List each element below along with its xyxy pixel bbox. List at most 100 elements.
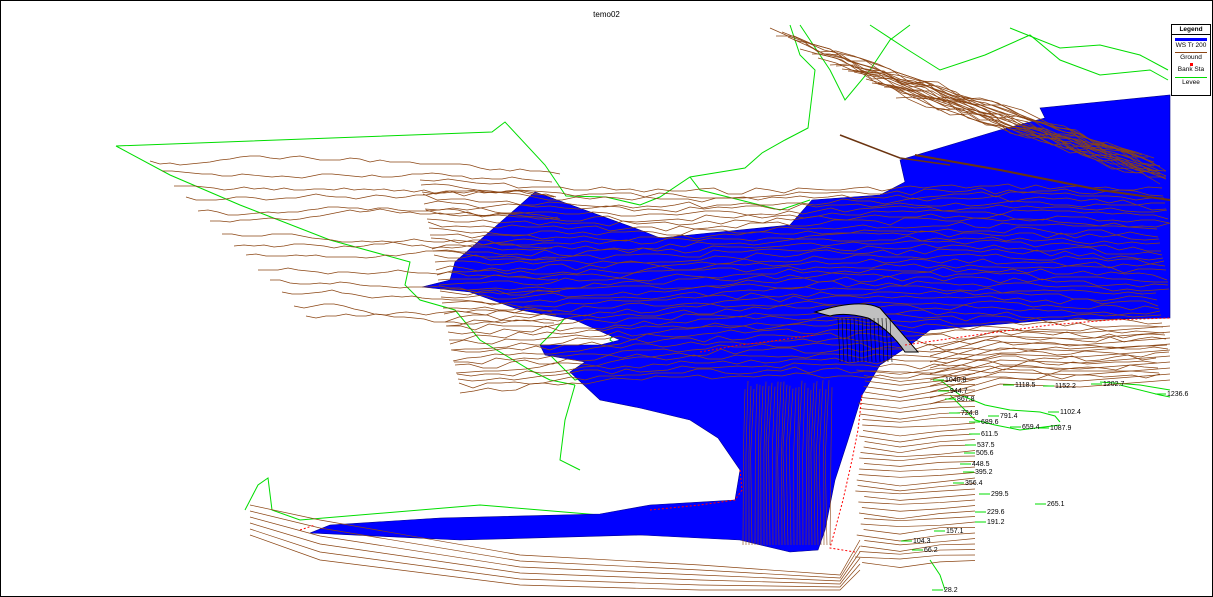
ground-section: [929, 379, 1171, 405]
ground-section: [856, 477, 976, 487]
ground-section: [859, 549, 976, 555]
ground-section: [782, 384, 788, 546]
river-station-label: 1202.7: [1103, 381, 1125, 388]
river-station-labels: 1236.61202.71152.21118.51102.41087.91040…: [901, 377, 1189, 594]
ground-section: [428, 221, 1158, 236]
river-station-label: 299.5: [991, 491, 1009, 498]
river-station-label: 611.5: [981, 431, 998, 438]
bank-station-line: [829, 394, 863, 553]
ground-section: [863, 373, 976, 382]
ground-section: [883, 86, 1155, 174]
ground-section: [796, 386, 800, 546]
legend-label: Bank Sta: [1177, 66, 1205, 73]
ground-section: [439, 275, 1169, 296]
levee-line: [689, 176, 811, 211]
legend-label: Levee: [1182, 79, 1200, 86]
bridge-pier: [865, 317, 869, 363]
bridge-pier: [857, 317, 861, 363]
bank-swatch: [1189, 63, 1193, 66]
ground-section: [781, 31, 1143, 156]
bridge-pier: [877, 317, 881, 363]
bridge-pier: [841, 317, 845, 363]
river-station-label: 537.5: [977, 442, 995, 449]
ground-section: [861, 505, 976, 512]
ground-section: [860, 521, 976, 527]
ground-section: [449, 322, 1165, 345]
ground-section: [444, 300, 1160, 323]
ground-section: [443, 295, 1159, 316]
ground-section: [754, 383, 758, 546]
ground-section: [436, 258, 1166, 276]
ground-section: [859, 455, 976, 462]
ground-section: [862, 560, 976, 568]
ground-swatch: [1175, 52, 1207, 53]
ground-section: [763, 381, 767, 546]
ground-section: [863, 444, 976, 454]
ground-section: [434, 248, 1164, 266]
ground-section: [805, 43, 1167, 172]
river-station-label: 791.4: [1000, 413, 1018, 420]
bank-station-line: [299, 524, 316, 531]
ground-section: [149, 155, 561, 175]
bridge-pier: [845, 317, 849, 363]
river-station-label: 229.6: [987, 509, 1005, 516]
levee-line: [559, 384, 581, 471]
ground-section: [456, 357, 1158, 377]
ground-section: [775, 381, 779, 546]
bridge-pier: [885, 317, 889, 363]
bridge-pier: [837, 317, 841, 363]
river-station-label: 1087.9: [1050, 425, 1072, 432]
river-station-label: 1102.4: [1060, 409, 1081, 416]
ground-section: [929, 337, 1171, 363]
ground-section: [748, 386, 752, 546]
water-swatch: [1175, 38, 1207, 41]
ground-section: [210, 208, 561, 223]
ground-section: [861, 395, 976, 402]
ground-section: [808, 389, 812, 546]
ground-section: [929, 325, 1171, 351]
ground-section: [249, 528, 861, 588]
ground-section: [249, 516, 861, 582]
legend-item-water: WS Tr 200: [1172, 38, 1210, 49]
ground-section: [249, 534, 861, 591]
river-station-label: 1236.6: [1167, 391, 1189, 398]
ground-section: [443, 290, 1158, 311]
ground-section: [864, 439, 976, 448]
bridge-pier: [881, 317, 885, 363]
river-station-label: 66.2: [924, 547, 938, 554]
bridge-pier: [861, 317, 865, 363]
legend-title: Legend: [1172, 25, 1210, 35]
ground-section: [813, 381, 818, 546]
ground-section: [430, 226, 1159, 242]
bank-station-markers: [299, 317, 1171, 553]
ground-section: [860, 450, 976, 458]
ground-section: [858, 499, 976, 505]
ground-section: [437, 263, 1167, 281]
ground-section: [859, 433, 976, 443]
levee-swatch: [1175, 77, 1207, 78]
ground-section: [856, 532, 976, 542]
levee-line: [939, 379, 1061, 423]
ground-section: [422, 193, 1165, 209]
ground-section: [802, 382, 806, 546]
ground-section: [281, 289, 553, 313]
ground-section: [858, 400, 976, 409]
channel-thalweg-line: [914, 154, 1171, 201]
ground-section: [293, 303, 554, 325]
ground-section: [862, 422, 976, 428]
water-surface-polygon: [309, 94, 1171, 553]
ground-section: [859, 466, 976, 472]
ground-section: [162, 170, 553, 183]
ground-section: [824, 380, 830, 546]
ground-section: [856, 367, 976, 375]
ground-section: [423, 200, 1167, 213]
ground-section: [742, 389, 746, 546]
bridge-structure: [813, 303, 920, 363]
ground-section: [424, 204, 1168, 217]
ground-section: [233, 238, 555, 249]
levee-lines: [115, 24, 1171, 591]
river-station-label: 1152.2: [1055, 383, 1076, 390]
ground-section: [929, 343, 1171, 369]
river-station-label: 1040.8: [945, 377, 967, 384]
